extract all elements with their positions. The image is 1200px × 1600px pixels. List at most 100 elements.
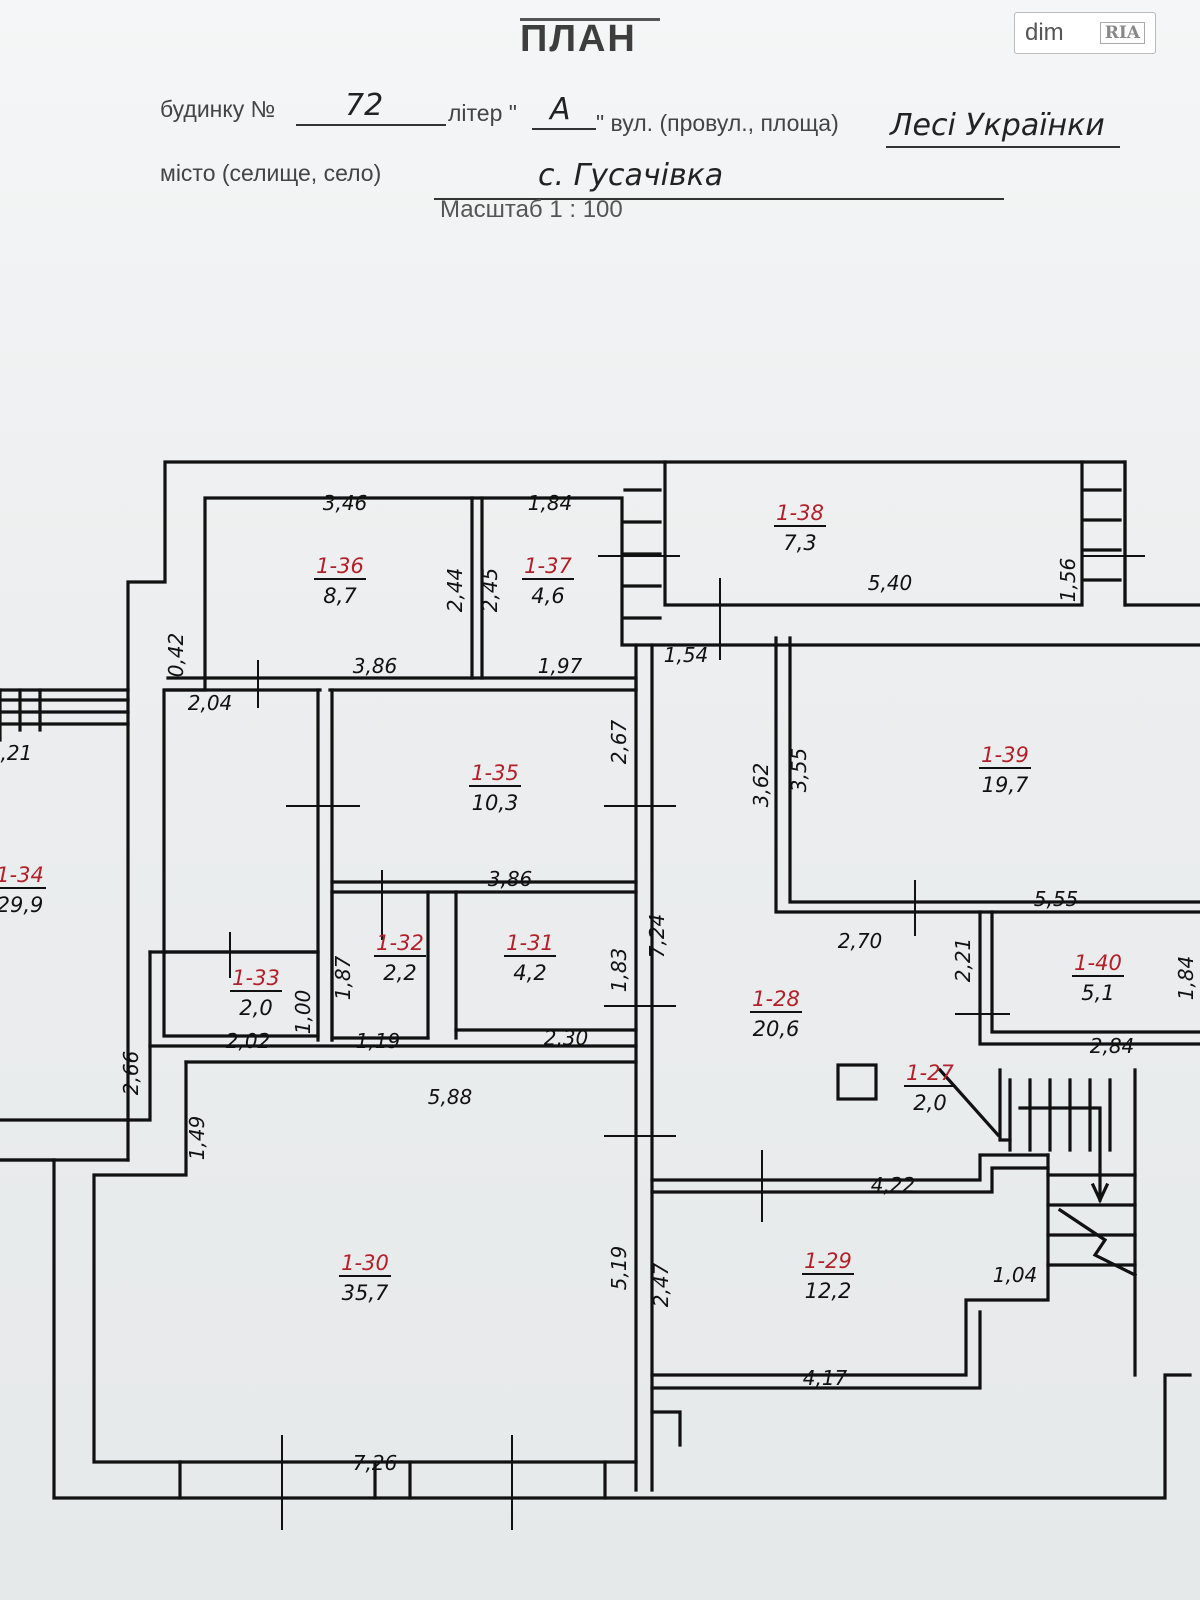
room-1-31: 1-314,2 (504, 931, 556, 985)
room-id: 1-33 (232, 966, 280, 990)
liter-underline (532, 128, 596, 130)
room-area: 19,7 (982, 773, 1029, 797)
wall-outer-right-bottom-b (650, 1410, 682, 1447)
street-value: Лесі Українки (890, 108, 1105, 143)
room-id: 1-39 (981, 743, 1029, 767)
street-underline (886, 146, 1120, 148)
dimension-label: 5,55 (1034, 887, 1079, 911)
room-1-40: 1-40 5,1 (1072, 951, 1124, 1005)
dimension-label: 1,97 (538, 654, 583, 678)
room-id: 1-36 (316, 554, 364, 578)
dimension-label: 2,47 (649, 1262, 673, 1307)
room-id: 1-40 (1074, 951, 1122, 975)
room-id: 1-32 (376, 931, 424, 955)
house-underline (296, 124, 446, 126)
room-1-37: 1-37 4,6 (522, 554, 574, 608)
room-area: 35,7 (342, 1281, 389, 1305)
room-area: 4,6 (531, 584, 564, 608)
dimension-label: 2,70 (838, 929, 883, 953)
dimension-label: 1,04 (993, 1263, 1038, 1287)
room-1-29: 1-29 12,2 (802, 1249, 854, 1303)
city-value: с. Гусачівка (538, 158, 724, 193)
room-id: 1-37 (524, 554, 572, 578)
dimension-label: 4,17 (803, 1366, 848, 1390)
dimension-label: 1,84 (528, 491, 573, 515)
dimension-label: 2,45 (478, 568, 502, 613)
room-area: 2,0 (239, 996, 272, 1020)
door-marks (229, 555, 1145, 1530)
room-area: 7,3 (783, 531, 816, 555)
room-area: 10,3 (472, 791, 519, 815)
dimension-label: 7,24 (645, 914, 669, 959)
wall-outer-bottom (52, 1158, 1192, 1500)
room-id: 1-31 (506, 931, 554, 955)
dimension-label: 3,46 (323, 491, 368, 515)
room-labels: 1-368,71-374,61-387,31-3510,31-3919,71-3… (0, 501, 1124, 1305)
dimension-label: 2,84 (1090, 1034, 1135, 1058)
room-id: 1-35 (471, 761, 519, 785)
wall-29-top (650, 1153, 1050, 1182)
wall-30-left (92, 1060, 188, 1464)
room-id: 1-27 (906, 1061, 954, 1085)
logo-dim-text: dim (1025, 19, 1064, 46)
dimension-label: 4,22 (871, 1173, 916, 1197)
room-id: 1-29 (804, 1249, 852, 1273)
dimria-logo[interactable]: dim RIA (1014, 12, 1156, 54)
wall-29-bottom (650, 1153, 1050, 1377)
dimension-label: 3,86 (488, 867, 533, 891)
stair-27-diag (937, 1067, 1001, 1138)
stair-27-box (998, 1068, 1012, 1142)
wall-40-inner (990, 910, 1200, 1034)
scale-label: Масштаб 1 : 100 (440, 196, 623, 223)
liter-value: А (550, 92, 571, 127)
room-1-33: 1-33 2,0 (230, 966, 282, 1020)
liter-label: літер " (448, 100, 517, 126)
dimension-label: 2,67 (607, 719, 631, 764)
room-1-38: 1-38 7,3 (774, 501, 826, 555)
stair-arrow (1018, 1106, 1102, 1202)
dimension-label: 1,83 (607, 948, 631, 993)
room-area: 5,1 (1081, 981, 1114, 1005)
wall-39-inner (788, 636, 1200, 904)
page-title: ПЛАН (520, 18, 637, 60)
room-1-36: 1-368,7 (314, 554, 366, 608)
dimension-label: 2,30 (544, 1026, 589, 1050)
outer-wall-inner-top-right (663, 460, 1084, 607)
city-underline (434, 198, 1004, 200)
room-area: 29,9 (0, 893, 43, 917)
stair-arrow-head (1090, 1182, 1110, 1204)
room-area: 2,2 (383, 961, 416, 985)
dimension-label: 1,54 (664, 643, 709, 667)
wall-29-top-b (650, 1166, 1050, 1194)
pillar (836, 1063, 878, 1101)
dimension-label: 5,40 (868, 571, 913, 595)
dimension-label: 2,02 (226, 1029, 271, 1053)
room-id: 1-38 (776, 501, 824, 525)
dimension-label: 2,66 (119, 1051, 143, 1096)
house-row: будинку № (160, 96, 275, 123)
dimension-label: 2,44 (443, 568, 467, 613)
dimension-labels: 3,46 1,84 2,44 2,45 0,42 3,86 1,97 2,04 5,40 1,56… (0, 491, 1198, 1475)
room-area: 12,2 (805, 1279, 852, 1303)
room-1-35: 1-35 10,3 (469, 761, 521, 815)
house-label: будинку № (160, 96, 276, 122)
wall-33 (0, 950, 152, 1122)
room-area: 2,0 (913, 1091, 946, 1115)
street-label: " вул. (провул., площа) (596, 110, 839, 136)
dimension-label: 5,19 (607, 1246, 631, 1291)
dimension-label: 2,04 (188, 691, 233, 715)
dimension-label: 1,87 (331, 955, 355, 1000)
house-number: 72 (345, 88, 384, 123)
room-1-39: 1-39 19,7 (979, 743, 1031, 797)
dimension-label: 4,21 (0, 741, 32, 765)
dimension-label: 1,56 (1056, 558, 1080, 603)
title-rule (520, 18, 660, 21)
room-1-32: 1-32 2,2 (374, 931, 426, 985)
dimension-label: 0,42 (164, 633, 188, 678)
wall-29-bottom-b (650, 1310, 982, 1390)
dimension-label: 1,49 (185, 1116, 209, 1161)
